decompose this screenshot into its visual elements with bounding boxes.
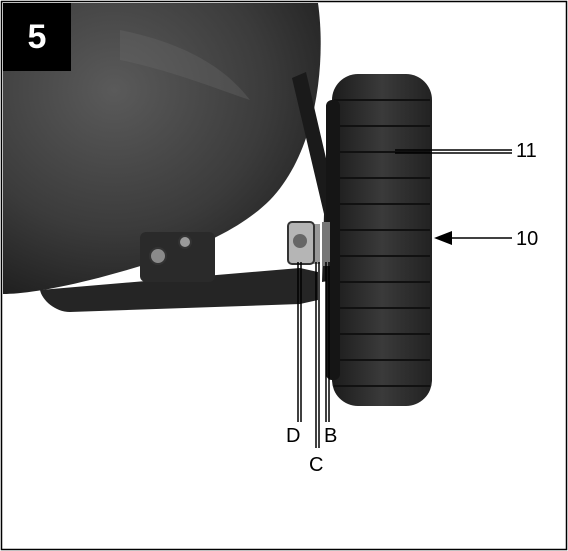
- callout-10: 10: [516, 228, 539, 250]
- tank-highlight: [120, 30, 250, 100]
- axle-washer-c: [312, 224, 320, 264]
- base-bolt-right: [178, 235, 192, 249]
- base-foot: [40, 268, 318, 312]
- base-bracket: [140, 232, 215, 282]
- leader-lines: [297, 149, 512, 448]
- arrow-10-head: [434, 231, 452, 245]
- tank-body: [3, 3, 321, 294]
- base-bolt-left: [149, 247, 167, 265]
- axle-nut-face: [293, 234, 307, 248]
- wheel: [332, 74, 432, 406]
- callout-d: D: [286, 425, 301, 447]
- figure-number-badge: 5: [3, 3, 71, 71]
- wheel-treads: [334, 99, 430, 387]
- callout-11: 11: [516, 140, 537, 162]
- axle-washer-b: [322, 222, 330, 266]
- callout-c: C: [309, 454, 324, 476]
- callout-b: B: [324, 425, 338, 447]
